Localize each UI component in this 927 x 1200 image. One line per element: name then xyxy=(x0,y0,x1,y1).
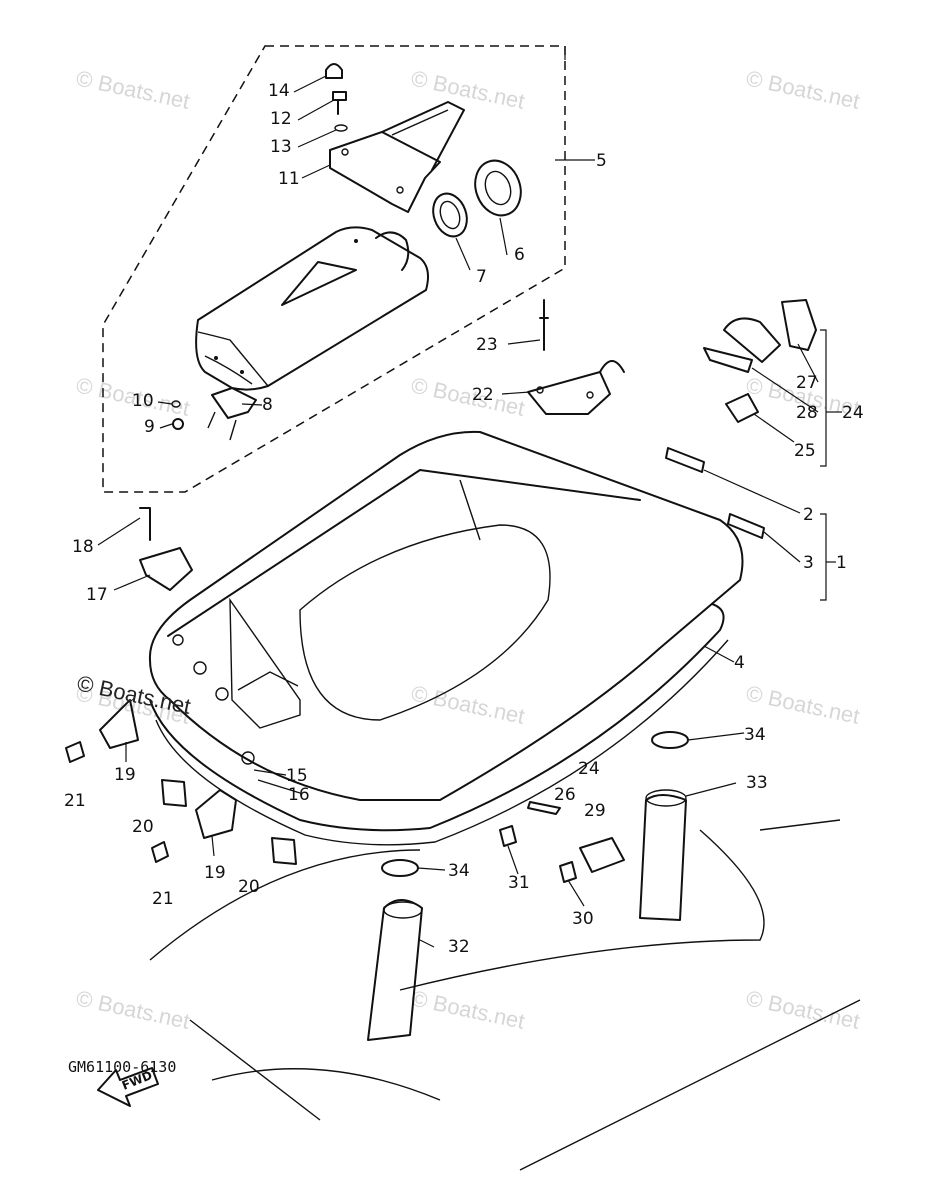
watermark: © Boats.net xyxy=(74,65,192,113)
callout-28: 28 xyxy=(796,403,818,423)
callout-19a: 19 xyxy=(114,765,136,785)
callout-13: 13 xyxy=(270,137,292,157)
callout-2: 2 xyxy=(803,505,814,525)
callout-30: 30 xyxy=(572,909,594,929)
leader-lines xyxy=(97,75,819,948)
callout-5: 5 xyxy=(596,151,607,171)
callout-26: 26 xyxy=(554,785,576,805)
watermark: © Boats.net xyxy=(744,65,862,113)
callout-29: 29 xyxy=(584,801,606,821)
watermark: © Boats.net xyxy=(409,680,527,728)
watermark: © Boats.net xyxy=(409,985,527,1033)
hood-gasket xyxy=(149,603,729,846)
seat-fasteners xyxy=(325,63,348,132)
callout-22: 22 xyxy=(472,385,494,405)
hatch-plate xyxy=(527,299,625,415)
callout-4: 4 xyxy=(734,653,745,673)
small-bracket-17 xyxy=(139,507,193,591)
hoses xyxy=(367,731,689,1041)
watermark: © Boats.net xyxy=(74,985,192,1033)
callout-21a: 21 xyxy=(64,791,86,811)
drain-plugs xyxy=(665,447,765,539)
callout-15: 15 xyxy=(286,766,308,786)
callout-21b: 21 xyxy=(152,889,174,909)
callout-labels: 1 2 3 4 5 6 7 8 9 10 11 12 13 14 15 16 1… xyxy=(64,81,864,957)
latch-assembly xyxy=(703,299,817,423)
seat-rings xyxy=(432,159,522,238)
watermark: © Boats.net xyxy=(409,65,527,113)
engine-hood xyxy=(148,430,744,801)
callout-9: 9 xyxy=(144,417,155,437)
callout-3: 3 xyxy=(803,553,814,573)
callout-8: 8 xyxy=(262,395,273,415)
callout-27: 27 xyxy=(796,373,818,393)
callout-24a: 24 xyxy=(842,403,864,423)
callout-11: 11 xyxy=(278,169,300,189)
callout-23: 23 xyxy=(476,335,498,355)
callout-10: 10 xyxy=(132,391,154,411)
callout-17: 17 xyxy=(86,585,108,605)
callout-24b: 24 xyxy=(578,759,600,779)
callout-31: 31 xyxy=(508,873,530,893)
callout-6: 6 xyxy=(514,245,525,265)
seat-bracket xyxy=(329,101,465,213)
group-brackets xyxy=(820,329,842,601)
callout-14: 14 xyxy=(268,81,290,101)
assembly-5-boundary xyxy=(102,45,595,493)
callout-16: 16 xyxy=(288,785,310,805)
callout-7: 7 xyxy=(476,267,487,287)
callout-34a: 34 xyxy=(744,725,766,745)
cover-plate xyxy=(499,801,625,883)
hull-outline xyxy=(149,819,861,1171)
mount-brackets xyxy=(65,699,297,865)
watermark: © Boats.net xyxy=(409,372,527,420)
seat-cover xyxy=(195,226,429,391)
callout-20a: 20 xyxy=(132,817,154,837)
callout-12: 12 xyxy=(270,109,292,129)
callout-34b: 34 xyxy=(448,861,470,881)
watermark-layer: © Boats.net © Boats.net © Boats.net © Bo… xyxy=(74,65,862,1033)
diagram-code: GM61100-6130 xyxy=(68,1058,176,1076)
callout-19b: 19 xyxy=(204,863,226,883)
watermark: © Boats.net xyxy=(744,680,862,728)
hinge-assembly xyxy=(171,387,257,441)
callout-25: 25 xyxy=(794,441,816,461)
callout-1: 1 xyxy=(836,553,847,573)
callout-32: 32 xyxy=(448,937,470,957)
callout-33: 33 xyxy=(746,773,768,793)
callout-18: 18 xyxy=(72,537,94,557)
callout-20b: 20 xyxy=(238,877,260,897)
watermark: © Boats.net xyxy=(744,985,862,1033)
